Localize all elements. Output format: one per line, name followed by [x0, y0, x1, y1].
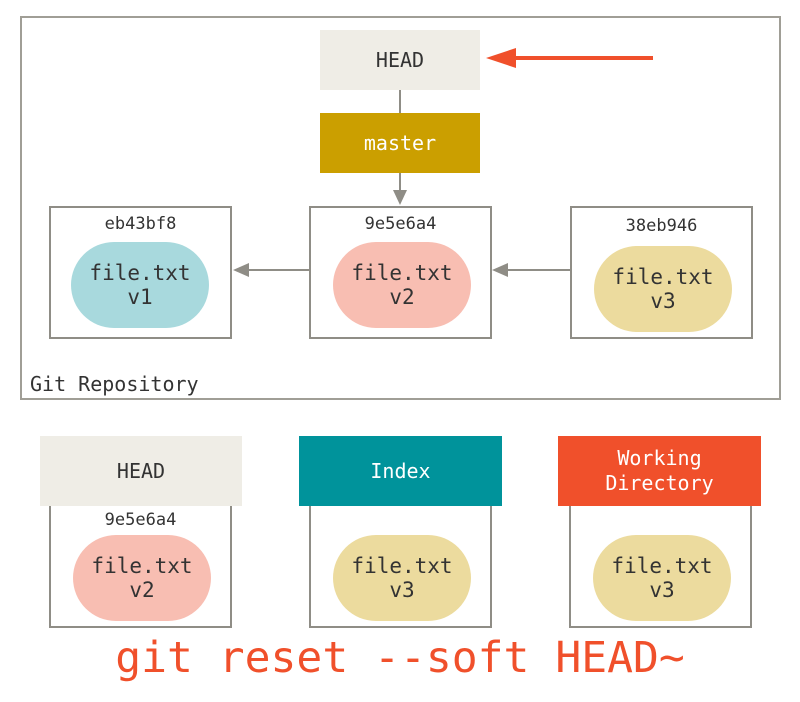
- blob-version: v3: [389, 578, 415, 602]
- file-blob-v3: file.txt v3: [594, 246, 732, 332]
- blob-version: v2: [129, 578, 155, 602]
- head-pointer-box: HEAD: [320, 30, 480, 90]
- working-directory-tree-header: Working Directory: [558, 436, 761, 506]
- index-tree-header: Index: [299, 436, 502, 506]
- blob-filename: file.txt: [612, 265, 714, 289]
- head-tree-header: HEAD: [40, 436, 242, 506]
- head-pointer-arrowhead: [486, 48, 516, 68]
- commit-box-38eb946: 38eb946 file.txt v3: [570, 206, 753, 339]
- parent-arrowhead-1: [233, 263, 249, 277]
- commit-hash: 38eb946: [625, 216, 698, 236]
- blob-version: v3: [650, 289, 676, 313]
- working-directory-blob-v3: file.txt v3: [593, 535, 731, 621]
- blob-filename: file.txt: [91, 554, 193, 578]
- commit-box-9e5e6a4: 9e5e6a4 file.txt v2: [309, 206, 492, 339]
- blob-version: v3: [649, 578, 675, 602]
- head-tree-blob-v2: file.txt v2: [73, 535, 211, 621]
- blob-version: v1: [127, 285, 153, 309]
- git-repository-frame: [20, 16, 781, 400]
- index-tree-body: file.txt v3: [309, 506, 492, 628]
- commit-hash: 9e5e6a4: [364, 214, 437, 234]
- index-tree-blob-v3: file.txt v3: [333, 535, 471, 621]
- blob-version: v2: [389, 285, 415, 309]
- git-repository-label: Git Repository: [30, 372, 199, 396]
- file-blob-v2: file.txt v2: [333, 242, 471, 328]
- file-blob-v1: file.txt v1: [71, 242, 209, 328]
- blob-filename: file.txt: [611, 554, 713, 578]
- commit-hash: eb43bf8: [104, 214, 177, 234]
- blob-filename: file.txt: [351, 554, 453, 578]
- head-tree-hash: 9e5e6a4: [104, 510, 177, 530]
- head-tree-body: 9e5e6a4 file.txt v2: [49, 506, 232, 628]
- git-command-text: git reset --soft HEAD~: [115, 633, 685, 683]
- blob-filename: file.txt: [351, 261, 453, 285]
- commit-box-eb43bf8: eb43bf8 file.txt v1: [49, 206, 232, 339]
- parent-arrowhead-2: [492, 263, 508, 277]
- master-to-commit-arrowhead: [393, 190, 407, 205]
- working-directory-tree-body: file.txt v3: [569, 506, 752, 628]
- master-branch-box: master: [320, 113, 480, 173]
- blob-filename: file.txt: [89, 261, 191, 285]
